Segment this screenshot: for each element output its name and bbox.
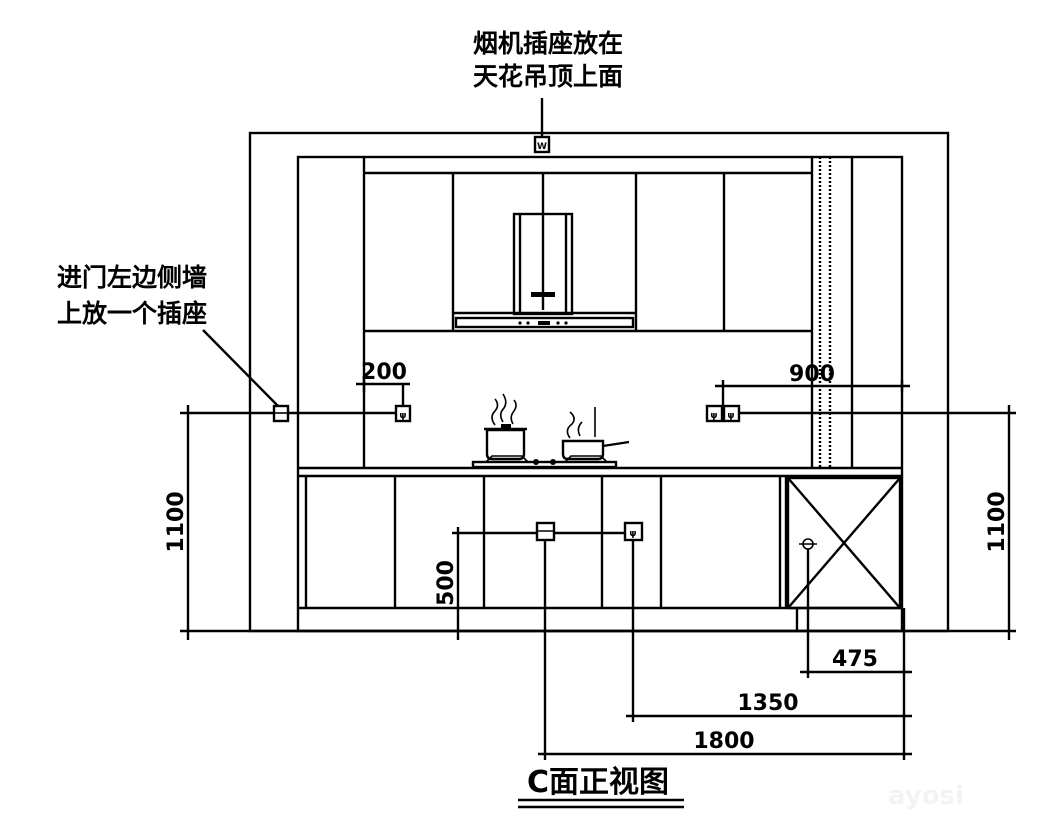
svg-text:ψ: ψ [629, 529, 636, 539]
dim-1350: 1350 [737, 691, 798, 716]
saucepan-icon [561, 407, 630, 461]
ceiling-outlet-icon: W [533, 135, 551, 154]
stock-pot-icon [484, 393, 527, 461]
countertop [298, 466, 902, 478]
outer-wall-frame [248, 131, 950, 633]
dim-200: 200 [361, 360, 407, 385]
double-outlet-icon: ψ ψ [705, 404, 741, 423]
watermark: ayosi [888, 781, 964, 811]
svg-text:ψ: ψ [727, 411, 734, 421]
dim-475: 475 [832, 647, 878, 672]
dimension-lines [180, 376, 1016, 760]
svg-text:ψ: ψ [399, 411, 406, 421]
left-note-line-1: 进门左边侧墙 [57, 263, 207, 292]
dim-1800: 1800 [693, 729, 754, 754]
gas-stove [471, 455, 618, 469]
base-outlet-1-icon [535, 521, 556, 542]
left-note-line-2: 上放一个插座 [57, 299, 207, 328]
svg-text:ψ: ψ [710, 411, 717, 421]
base-outlet-2-icon: ψ [623, 521, 644, 542]
dim-right-1100: 1100 [985, 491, 1010, 552]
ceiling-note-line-1: 烟机插座放在 [473, 29, 623, 58]
range-hood [453, 173, 636, 329]
dim-900: 900 [789, 362, 835, 387]
sink-cabinet [786, 476, 902, 610]
dim-500: 500 [434, 560, 459, 606]
drawing-title: C面正视图 [527, 765, 669, 800]
wall-outlet-200-icon: ψ [394, 404, 412, 423]
upper-cabinets [364, 171, 812, 333]
wall-outlet-left-icon [272, 404, 290, 423]
ceiling-note-line-2: 天花吊顶上面 [473, 62, 623, 91]
svg-text:W: W [537, 142, 547, 152]
left-note-leader [202, 329, 279, 407]
dim-left-1100: 1100 [164, 491, 189, 552]
pipe-column [810, 157, 854, 468]
